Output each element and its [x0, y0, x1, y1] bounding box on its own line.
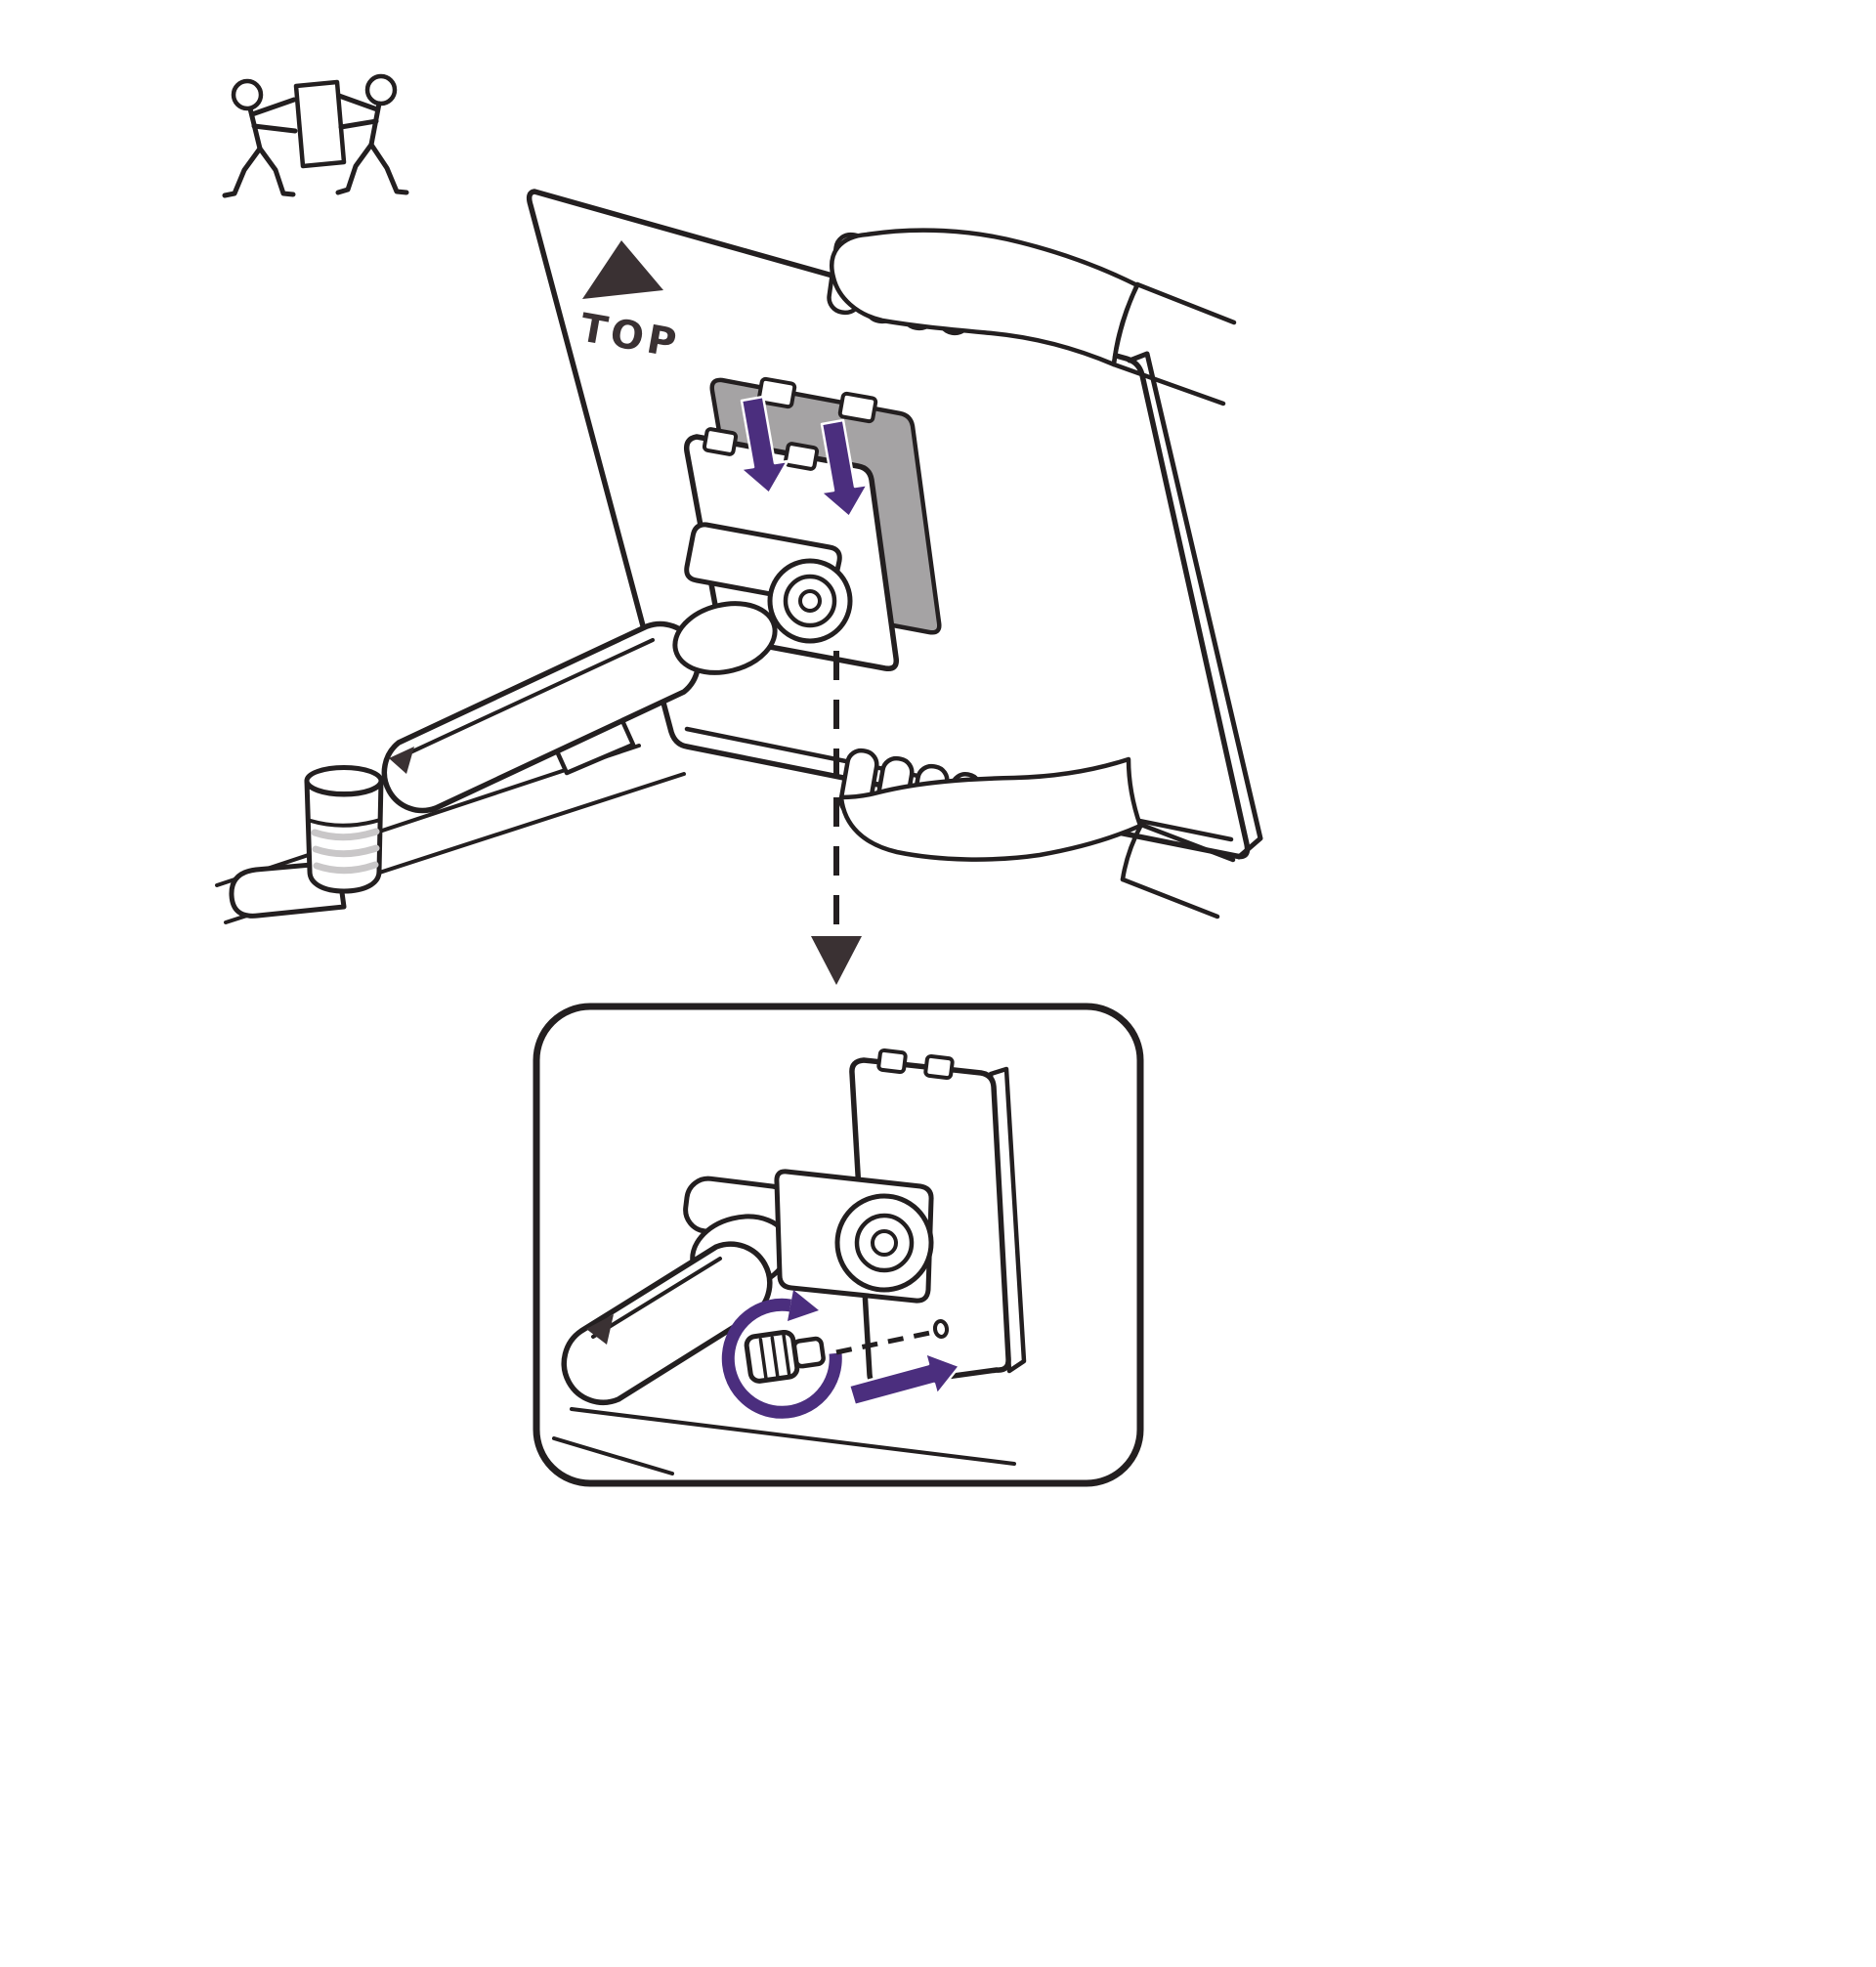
inset-desk-edge-line	[570, 1407, 1016, 1466]
column-joint-line	[309, 818, 382, 828]
person-arm	[338, 118, 379, 130]
screw-alignment-dashed-line	[835, 1330, 931, 1355]
inset-arm-end-marker	[586, 1314, 614, 1345]
person-leg	[335, 142, 374, 195]
arm-column-top	[304, 765, 384, 796]
person-leg	[257, 146, 296, 197]
person-leg	[222, 146, 263, 198]
hook-tab	[837, 391, 878, 424]
forearm-line	[1120, 877, 1220, 919]
screw-insert-arrow-icon	[847, 1351, 961, 1407]
inset-plate-hook-slot	[923, 1053, 955, 1081]
insert-down-arrows	[739, 395, 870, 519]
screw-hole	[932, 1319, 950, 1339]
forearm-line	[1138, 822, 1236, 863]
column-rib	[312, 844, 380, 858]
bottom-hand	[838, 748, 1236, 919]
person-head	[364, 73, 398, 107]
guide-to-detail	[811, 651, 862, 985]
person-arm	[251, 123, 298, 134]
inset-arm-chamfer-line	[591, 1257, 722, 1339]
plate-hook-slot	[783, 442, 820, 471]
hook-tab	[756, 376, 797, 409]
plate-hook-slot	[702, 427, 739, 456]
thumbscrew-knurling	[758, 1333, 791, 1381]
thumbscrew	[744, 1329, 826, 1384]
inset-desk-edge-line	[552, 1436, 674, 1475]
wrist-cuff-line	[1111, 281, 1140, 366]
arm-chamfer-line	[408, 638, 655, 754]
lift-person-right	[335, 73, 409, 195]
forearm-line	[1134, 281, 1237, 325]
arm-end-marker	[389, 747, 414, 774]
two-person-lift-icon	[222, 73, 409, 198]
top-direction-triangle-icon	[582, 240, 663, 299]
column-rib	[311, 828, 380, 841]
detail-inset	[533, 1003, 1144, 1487]
column-rib	[313, 861, 379, 875]
insert-down-arrow-icon	[819, 418, 870, 519]
inset-pivot-center	[871, 1229, 898, 1257]
rotate-arrow-head	[788, 1290, 819, 1321]
forearm-line	[1111, 362, 1226, 406]
person-head	[231, 78, 264, 111]
guide-down-arrow-icon	[811, 936, 862, 985]
arm-fork-link	[672, 601, 778, 675]
top-hand	[827, 228, 1237, 406]
rotate-clockwise-arrow-icon	[721, 1298, 842, 1419]
insert-down-arrow-icon	[739, 395, 789, 495]
monitor-side-edge	[1127, 351, 1263, 860]
wrist-cuff-line	[1120, 822, 1144, 882]
arm-pivot-center	[798, 589, 822, 613]
monitor-arm	[215, 522, 853, 924]
person-arm	[336, 93, 380, 112]
person-arm	[249, 97, 297, 117]
inset-arm-segment	[561, 1241, 773, 1405]
lift-person-left	[222, 78, 298, 198]
inset-plate-hook-slot	[876, 1048, 908, 1075]
carried-panel	[293, 79, 347, 169]
person-leg	[368, 142, 409, 195]
hand-back	[838, 756, 1143, 862]
